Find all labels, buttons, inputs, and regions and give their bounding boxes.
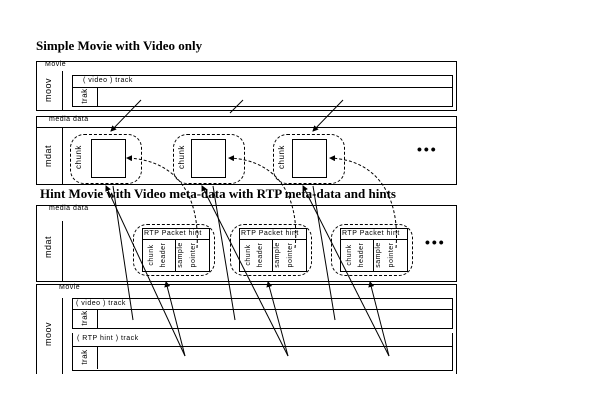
hint-track-to-hint-box-arrow xyxy=(164,281,186,357)
chunk-box xyxy=(91,139,126,178)
track-divider xyxy=(73,309,452,310)
ellipsis: ••• xyxy=(425,234,446,250)
mdat-divider xyxy=(62,127,63,184)
mdat-header-divider xyxy=(37,127,456,128)
track-to-chunk-arrow xyxy=(229,99,244,114)
trak-divider xyxy=(97,87,98,106)
hint-divider xyxy=(143,239,209,240)
chunk-group: chunk xyxy=(70,134,142,184)
hint-col-divider xyxy=(272,239,273,271)
simple-movie-title: Simple Movie with Video only xyxy=(36,38,203,53)
rtp-packet-hint-box: RTP Packet hint chunk header sample poin… xyxy=(340,228,408,272)
rtp-hint-track-box: ( RTP hint ) track trak xyxy=(72,333,453,371)
moov-divider xyxy=(62,298,63,374)
rtp-packet-hint-title: RTP Packet hint xyxy=(342,230,400,237)
pointer-to-chunk-arrow xyxy=(126,155,198,249)
hint-divider xyxy=(240,239,306,240)
bottom-video-track-label: ( video ) track xyxy=(76,300,126,307)
hint-track-to-chunk-arrow xyxy=(201,185,289,357)
hint-divider xyxy=(341,239,407,240)
hint-track-to-hint-box-arrow xyxy=(368,281,390,357)
hint-track-to-hint-box-arrow xyxy=(266,281,289,357)
chunk-group: chunk xyxy=(273,134,345,184)
bottom-movie-label: Movie xyxy=(59,284,81,291)
mdat-divider xyxy=(62,221,63,281)
hint-col-divider xyxy=(373,239,374,271)
top-movie-label: Movie xyxy=(45,61,67,68)
top-mdat-box: media data mdat chunk chunk chunk ••• xyxy=(36,116,457,185)
top-movie-box: Movie moov ( video ) track trak xyxy=(36,61,457,111)
bottom-mdat-box: media data mdat RTP Packet hint chunk he… xyxy=(36,205,457,282)
bottom-movie-box: Movie moov ( video ) track trak ( RTP hi… xyxy=(36,284,457,374)
bottom-mdat-label: media data xyxy=(49,205,89,212)
hint-track-to-chunk-arrow xyxy=(302,185,390,357)
trak-divider xyxy=(97,346,98,369)
ellipsis: ••• xyxy=(417,141,438,157)
pointer-to-chunk-arrow xyxy=(329,155,397,249)
rtp-hint-group: RTP Packet hint chunk header sample poin… xyxy=(331,224,413,276)
bottom-video-track-box: ( video ) track trak xyxy=(72,298,453,329)
hint-col-divider xyxy=(175,239,176,271)
track-divider xyxy=(73,87,452,88)
chunk-group: chunk xyxy=(173,134,245,184)
trak-divider xyxy=(97,309,98,328)
rtp-hint-group: RTP Packet hint chunk header sample poin… xyxy=(230,224,312,276)
track-divider xyxy=(73,346,452,347)
top-video-track-label: ( video ) track xyxy=(83,77,133,84)
rtp-hint-track-label: ( RTP hint ) track xyxy=(77,335,139,342)
chunk-box xyxy=(292,139,327,178)
video-track-to-hint-arrow xyxy=(112,185,134,321)
top-mdat-label: media data xyxy=(49,116,89,123)
top-video-track-box: ( video ) track trak xyxy=(72,75,453,107)
chunk-box xyxy=(191,139,226,178)
rtp-packet-hint-title: RTP Packet hint xyxy=(144,230,202,237)
rtp-hint-group: RTP Packet hint chunk header sample poin… xyxy=(133,224,215,276)
rtp-packet-hint-title: RTP Packet hint xyxy=(241,230,299,237)
moov-divider xyxy=(62,71,63,111)
video-track-to-hint-arrow xyxy=(212,185,236,321)
hint-track-to-chunk-arrow xyxy=(105,185,186,357)
track-to-chunk-arrow xyxy=(110,99,142,132)
video-track-to-hint-arrow xyxy=(312,185,336,321)
pointer-to-chunk-arrow xyxy=(228,155,297,249)
rtp-packet-hint-box: RTP Packet hint chunk header sample poin… xyxy=(239,228,307,272)
rtp-packet-hint-box: RTP Packet hint chunk header sample poin… xyxy=(142,228,210,272)
track-to-chunk-arrow xyxy=(312,99,344,132)
